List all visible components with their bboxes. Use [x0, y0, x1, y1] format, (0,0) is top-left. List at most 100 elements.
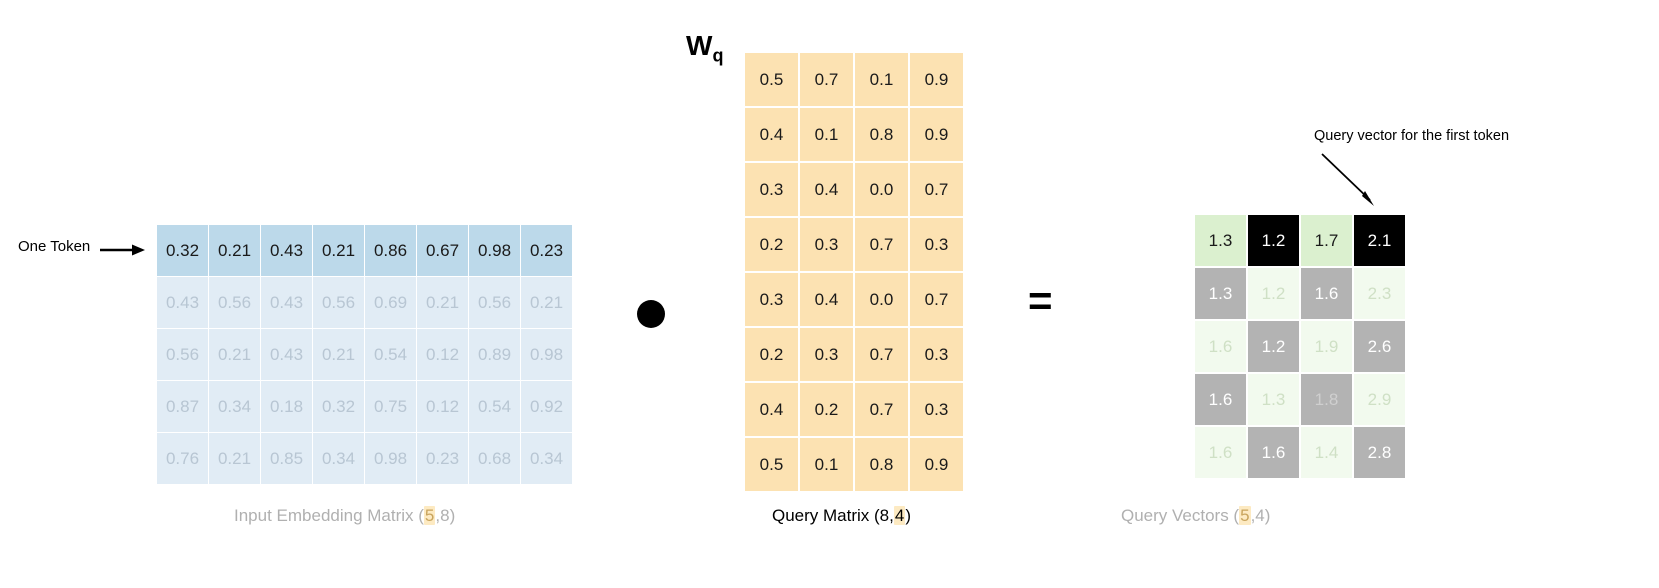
caption-input-embedding-matrix: Input Embedding Matrix (5,8): [234, 506, 455, 526]
result_matrix-cell-4-2: 1.4: [1301, 427, 1352, 478]
embedding_matrix-cell-1-0: 0.43: [157, 277, 208, 328]
query_matrix-cell-2-2: 0.0: [855, 163, 908, 216]
query_matrix-cell-5-0: 0.2: [745, 328, 798, 381]
query-vector-annotation-label: Query vector for the first token: [1314, 128, 1510, 144]
embedding_matrix-cell-0-3: 0.21: [313, 225, 364, 276]
result_matrix-cell-2-0: 1.6: [1195, 321, 1246, 372]
caption-result-prefix: Query Vectors (: [1121, 506, 1240, 525]
query_matrix-cell-1-1: 0.1: [800, 108, 853, 161]
embedding_matrix-cell-4-7: 0.34: [521, 433, 572, 484]
result_matrix-cell-3-2: 1.8: [1301, 374, 1352, 425]
embedding_matrix-cell-3-6: 0.54: [469, 381, 520, 432]
embedding_matrix-cell-4-0: 0.76: [157, 433, 208, 484]
embedding_matrix-cell-2-4: 0.54: [365, 329, 416, 380]
embedding_matrix-cell-2-5: 0.12: [417, 329, 468, 380]
embedding_matrix-cell-2-6: 0.89: [469, 329, 520, 380]
embedding_matrix-cell-2-1: 0.21: [209, 329, 260, 380]
embedding_matrix-cell-3-0: 0.87: [157, 381, 208, 432]
query_matrix-cell-2-3: 0.7: [910, 163, 963, 216]
embedding_matrix-cell-4-1: 0.21: [209, 433, 260, 484]
embedding_matrix-cell-2-3: 0.21: [313, 329, 364, 380]
dot-product-operator-icon: [637, 300, 665, 328]
annotation-arrow-icon: [1321, 153, 1374, 206]
result_matrix-cell-1-3: 2.3: [1354, 268, 1405, 319]
one-token-arrow-icon: [100, 244, 145, 256]
wq-subscript: q: [712, 45, 724, 66]
query_matrix-cell-6-0: 0.4: [745, 383, 798, 436]
query_matrix-cell-5-1: 0.3: [800, 328, 853, 381]
embedding_matrix-cell-1-6: 0.56: [469, 277, 520, 328]
embedding_matrix-cell-4-5: 0.23: [417, 433, 468, 484]
embedding_matrix-cell-2-7: 0.98: [521, 329, 572, 380]
result_matrix-cell-3-0: 1.6: [1195, 374, 1246, 425]
equals-operator: =: [1028, 277, 1053, 324]
query_matrix-cell-0-1: 0.7: [800, 53, 853, 106]
result_matrix-cell-4-3: 2.8: [1354, 427, 1405, 478]
query_matrix-cell-6-1: 0.2: [800, 383, 853, 436]
embedding_matrix-cell-2-0: 0.56: [157, 329, 208, 380]
query_matrix-cell-4-3: 0.7: [910, 273, 963, 326]
result_matrix-cell-4-0: 1.6: [1195, 427, 1246, 478]
embedding_matrix-cell-4-2: 0.85: [261, 433, 312, 484]
caption-query-matrix: Query Matrix (8,4): [772, 506, 911, 526]
query_matrix-cell-7-3: 0.9: [910, 438, 963, 491]
query_matrix-cell-3-0: 0.2: [745, 218, 798, 271]
result_matrix-cell-0-3: 2.1: [1354, 215, 1405, 266]
embedding_matrix-cell-3-4: 0.75: [365, 381, 416, 432]
embedding_matrix-cell-0-7: 0.23: [521, 225, 572, 276]
query_matrix-cell-6-3: 0.3: [910, 383, 963, 436]
query_matrix-cell-5-3: 0.3: [910, 328, 963, 381]
query_matrix-cell-2-0: 0.3: [745, 163, 798, 216]
query_matrix-cell-0-0: 0.5: [745, 53, 798, 106]
result_matrix-cell-2-1: 1.2: [1248, 321, 1299, 372]
embedding_matrix-cell-3-5: 0.12: [417, 381, 468, 432]
embedding_matrix-cell-1-2: 0.43: [261, 277, 312, 328]
embedding_matrix-cell-0-5: 0.67: [417, 225, 468, 276]
query_matrix-cell-4-2: 0.0: [855, 273, 908, 326]
result_matrix-cell-0-1: 1.2: [1248, 215, 1299, 266]
result_matrix-cell-1-2: 1.6: [1301, 268, 1352, 319]
query_matrix-cell-1-2: 0.8: [855, 108, 908, 161]
result_matrix-cell-3-1: 1.3: [1248, 374, 1299, 425]
caption-result-highlight: 5: [1239, 506, 1251, 525]
query_matrix-cell-7-1: 0.1: [800, 438, 853, 491]
embedding_matrix-cell-1-3: 0.56: [313, 277, 364, 328]
query_matrix-cell-2-1: 0.4: [800, 163, 853, 216]
query_matrix-cell-6-2: 0.7: [855, 383, 908, 436]
caption-embed-suffix: ,8): [435, 506, 456, 525]
query_matrix-cell-1-0: 0.4: [745, 108, 798, 161]
caption-query-highlight: 4: [893, 506, 906, 525]
embedding_matrix-cell-1-1: 0.56: [209, 277, 260, 328]
embedding_matrix-cell-0-1: 0.21: [209, 225, 260, 276]
wq-base: W: [686, 30, 713, 61]
embedding_matrix-cell-2-2: 0.43: [261, 329, 312, 380]
result_matrix-cell-1-1: 1.2: [1248, 268, 1299, 319]
query_matrix-cell-3-2: 0.7: [855, 218, 908, 271]
embedding_matrix-cell-1-5: 0.21: [417, 277, 468, 328]
query_matrix-cell-0-2: 0.1: [855, 53, 908, 106]
embedding_matrix-cell-0-2: 0.43: [261, 225, 312, 276]
caption-embed-prefix: Input Embedding Matrix (: [234, 506, 424, 525]
caption-result-suffix: ,4): [1250, 506, 1271, 525]
embedding_matrix-cell-3-7: 0.92: [521, 381, 572, 432]
query_matrix-cell-4-1: 0.4: [800, 273, 853, 326]
embedding_matrix-cell-3-1: 0.34: [209, 381, 260, 432]
embedding_matrix-cell-0-4: 0.86: [365, 225, 416, 276]
embedding_matrix-cell-4-6: 0.68: [469, 433, 520, 484]
caption-query-vectors: Query Vectors (5,4): [1121, 506, 1270, 526]
query_matrix-cell-5-2: 0.7: [855, 328, 908, 381]
result_matrix-cell-0-2: 1.7: [1301, 215, 1352, 266]
query_matrix-cell-3-3: 0.3: [910, 218, 963, 271]
result_matrix-cell-2-3: 2.6: [1354, 321, 1405, 372]
query_matrix-cell-3-1: 0.3: [800, 218, 853, 271]
one-token-label: One Token: [18, 238, 91, 255]
caption-query-prefix: Query Matrix (8,: [772, 506, 894, 525]
query_matrix-cell-4-0: 0.3: [745, 273, 798, 326]
result_matrix-cell-3-3: 2.9: [1354, 374, 1405, 425]
embedding_matrix-cell-1-4: 0.69: [365, 277, 416, 328]
query_matrix-cell-7-2: 0.8: [855, 438, 908, 491]
